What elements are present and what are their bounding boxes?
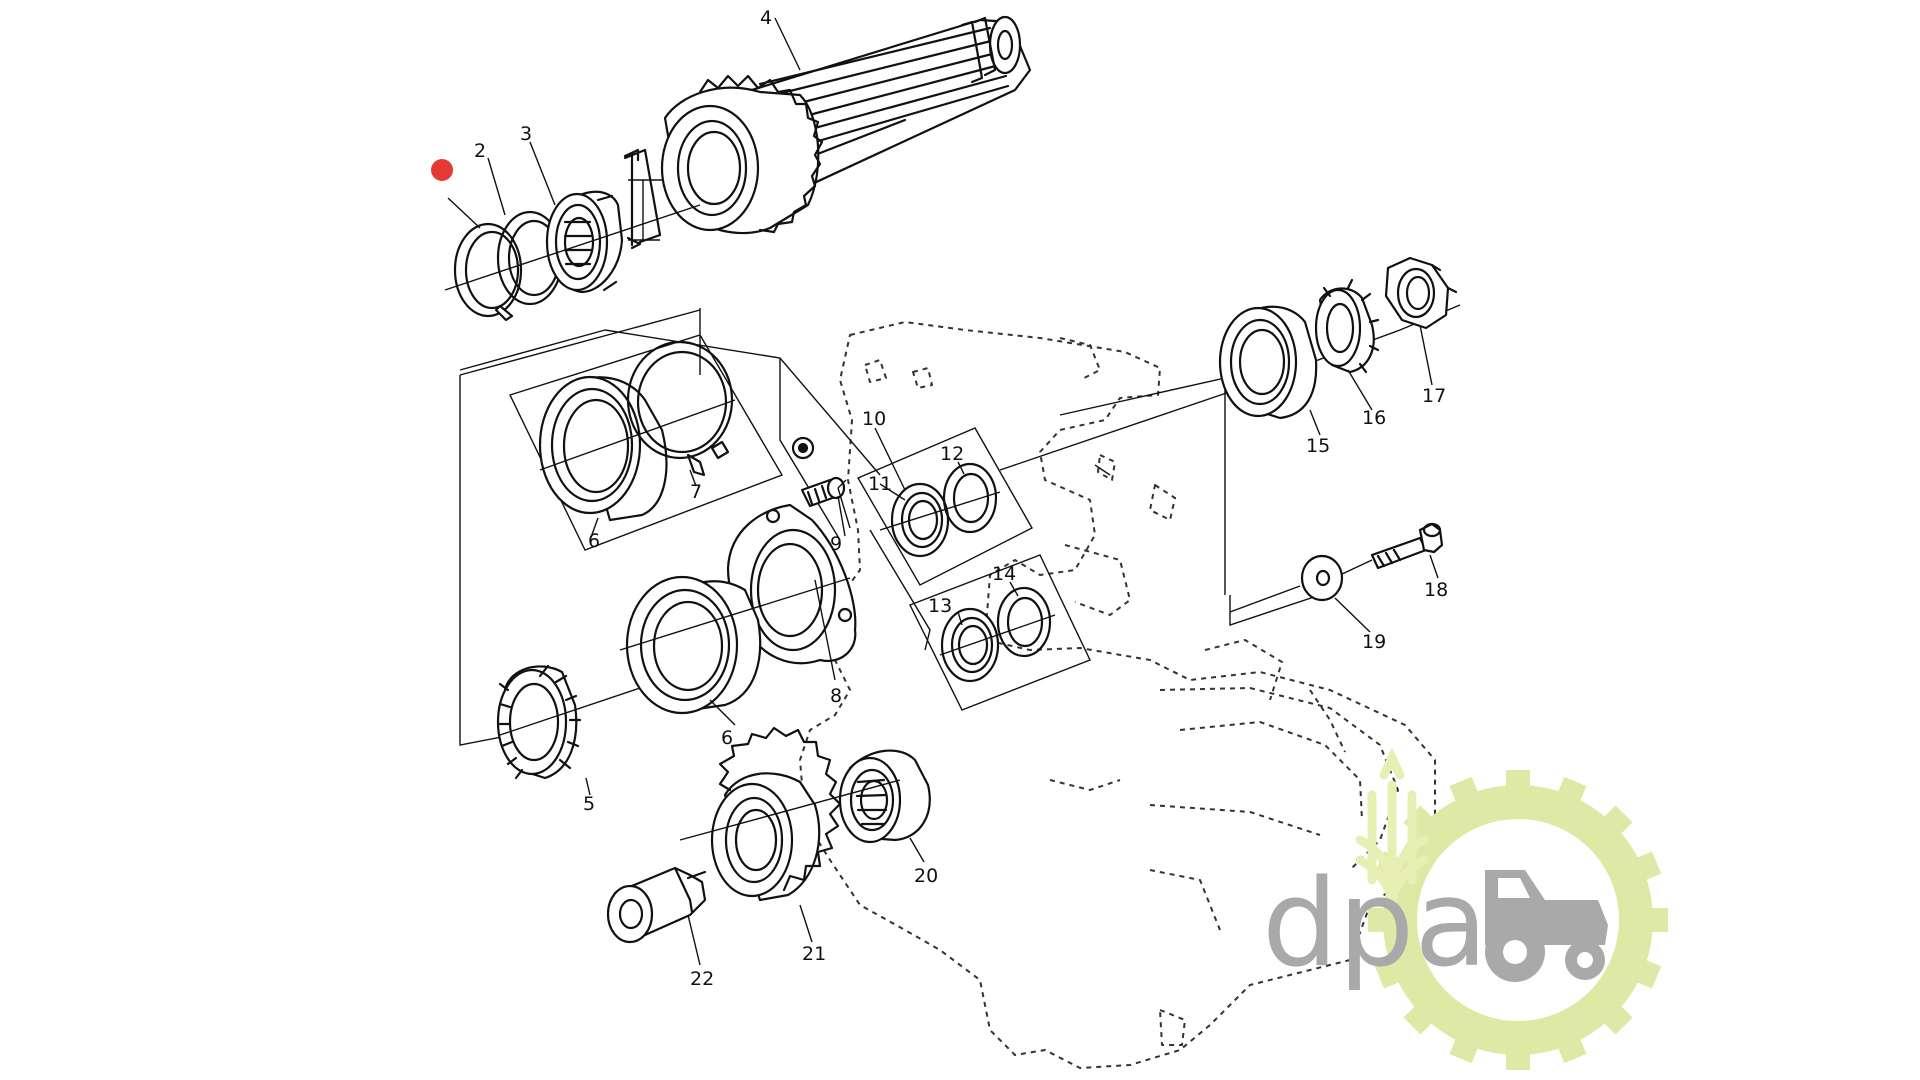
dpa-watermark-logo: dpa xyxy=(1262,747,1668,1070)
gear-part-21 xyxy=(710,726,842,902)
gear-tooth xyxy=(1506,770,1530,790)
gear-tooth xyxy=(1648,908,1668,932)
callout-13: 13 xyxy=(928,595,952,617)
callout-18: 18 xyxy=(1424,579,1448,601)
seal-part-11 xyxy=(890,482,950,558)
gear-tooth xyxy=(1633,958,1662,989)
gear-tooth xyxy=(1449,1035,1480,1064)
callout-6-lower: 6 xyxy=(721,727,733,749)
bearing-cone-part-16 xyxy=(1314,278,1380,374)
callout-17: 17 xyxy=(1422,385,1446,407)
part-axis-line xyxy=(939,614,1056,656)
gear-tooth xyxy=(1601,805,1633,837)
bearing-cup-part-6-lower xyxy=(625,575,762,715)
wheat-icon xyxy=(1355,747,1429,906)
shaft-gear-teeth xyxy=(698,74,824,234)
gear-tooth xyxy=(1449,776,1480,805)
callout-11: 11 xyxy=(868,473,892,495)
gear-tooth xyxy=(1556,776,1587,805)
gear-tooth xyxy=(1506,1050,1530,1070)
callout-4: 4 xyxy=(760,7,772,29)
callout-labels: 2 3 4 5 6 6 7 8 9 10 11 12 13 14 15 16 1… xyxy=(474,7,1448,990)
part-axis-line xyxy=(444,204,701,291)
callout-7: 7 xyxy=(690,481,702,503)
gear-tooth xyxy=(1368,908,1388,932)
main-shaft-part-4 xyxy=(623,15,1032,250)
bolt-part-18 xyxy=(1339,522,1444,576)
part-axis-line xyxy=(539,399,736,471)
bearing-part-3 xyxy=(545,190,624,294)
callout-9: 9 xyxy=(830,533,842,555)
part-axis-line xyxy=(879,491,1001,531)
hex-nut-part-17 xyxy=(1384,256,1458,330)
watermark-text: dpa xyxy=(1262,855,1488,994)
stub-shaft-part-22 xyxy=(606,866,707,944)
transmission-housing xyxy=(799,321,1436,1069)
callout-14: 14 xyxy=(992,563,1016,585)
washer-part-19 xyxy=(1229,554,1344,613)
callout-12: 12 xyxy=(940,443,964,465)
callout-20: 20 xyxy=(914,865,938,887)
part-axis-line xyxy=(499,687,641,736)
box-parts-10-12 xyxy=(856,427,1033,586)
bolt-axis-line xyxy=(1229,594,1321,626)
gear-tooth xyxy=(1556,1035,1587,1064)
callout-6-upper: 6 xyxy=(588,530,600,552)
callout-16: 16 xyxy=(1362,407,1386,429)
gear-tooth xyxy=(1403,1003,1435,1035)
callout-3: 3 xyxy=(520,123,532,145)
callout-10: 10 xyxy=(862,408,886,430)
bearing-cup-part-6-upper xyxy=(538,375,668,522)
callout-21: 21 xyxy=(802,943,826,965)
gear-tooth xyxy=(1601,1003,1633,1035)
bearing-cup-part-15 xyxy=(1218,305,1318,420)
snap-ring-part-7 xyxy=(626,340,734,477)
box-parts-13-14 xyxy=(909,554,1091,711)
washer-part-12 xyxy=(942,462,998,534)
assembly-frame xyxy=(459,308,1226,746)
part-axis-line xyxy=(619,577,851,651)
callout-8: 8 xyxy=(830,685,842,707)
tractor-icon xyxy=(1485,870,1608,982)
gear-ring-icon xyxy=(1368,770,1668,1070)
bearing-cone-part-5 xyxy=(496,664,582,780)
gear-tooth xyxy=(1374,958,1403,989)
leader-lines xyxy=(447,17,1439,966)
callout-5: 5 xyxy=(583,793,595,815)
callout-19: 19 xyxy=(1362,631,1386,653)
snap-ring-part-1 xyxy=(453,222,523,322)
callout-15: 15 xyxy=(1306,435,1330,457)
gear-tooth xyxy=(1633,851,1662,882)
callout-2: 2 xyxy=(474,140,486,162)
callout-22: 22 xyxy=(690,968,714,990)
part-axis-line xyxy=(679,779,901,841)
washer-part-14 xyxy=(996,586,1052,658)
selected-part-marker xyxy=(431,159,453,181)
bearing-part-20 xyxy=(838,749,931,844)
